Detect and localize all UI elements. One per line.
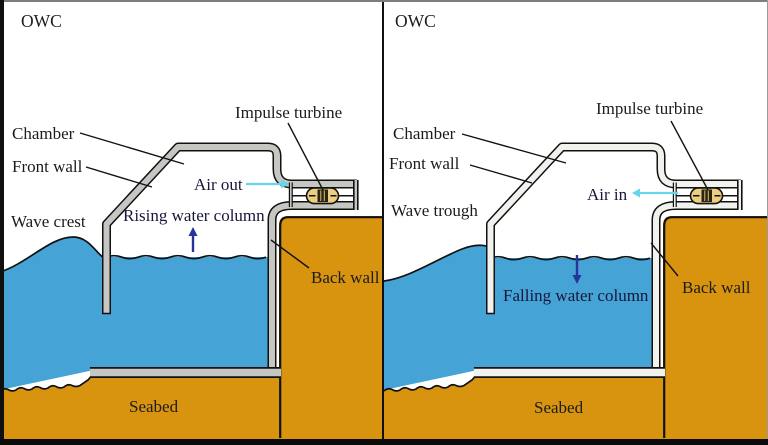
seabed-land-edge	[663, 216, 768, 438]
air-flow-arrow	[632, 188, 678, 198]
seabed-label: Seabed	[534, 398, 584, 417]
seabed-label: Seabed	[129, 397, 179, 416]
front-wall-label: Front wall	[12, 157, 83, 176]
impulse-turbine-label: Impulse turbine	[596, 99, 703, 118]
air-flow-arrow	[246, 179, 289, 189]
water-column-label: Rising water column	[123, 206, 265, 225]
chamber-label: Chamber	[393, 124, 456, 143]
water-column-label: Falling water column	[503, 286, 649, 305]
back-wall-label: Back wall	[682, 278, 751, 297]
impulse-turbine-icon	[305, 187, 340, 205]
wave-crest-label: Wave crest	[11, 212, 86, 231]
outer-water-surface-line	[0, 236, 105, 273]
back-wall-label: Back wall	[311, 268, 380, 287]
chamber-leader-line	[79, 132, 185, 165]
chamber-leader-line	[461, 133, 567, 164]
back-wall-leader-line	[650, 242, 679, 277]
water-column-arrow	[572, 255, 582, 284]
impulse-turbine-leader-line	[670, 120, 709, 191]
sea-water	[0, 237, 268, 390]
water-column-arrow	[188, 227, 198, 252]
owc-title: OWC	[21, 11, 62, 31]
outer-water-surface-line	[384, 244, 489, 282]
seabed-land	[279, 216, 384, 439]
impulse-turbine-leader-line	[287, 122, 324, 191]
chamber-water-surface-line	[489, 255, 651, 261]
front-wall-leader-line	[85, 166, 153, 188]
panel-divider	[382, 0, 384, 445]
impulse-turbine-label: Impulse turbine	[235, 103, 342, 122]
front-wall-label: Front wall	[389, 154, 460, 173]
seabed-floor-edge	[0, 370, 97, 392]
seabed-floor-edge	[384, 370, 481, 392]
owc-panel-wave-trough: OWC Chamber Front wall Wave trough Falli…	[384, 0, 768, 445]
air-in-label: Air in	[587, 185, 628, 204]
wave-trough-label: Wave trough	[391, 201, 478, 220]
owc-panel-wave-crest: OWC Chamber Front wall Wave crest Rising…	[0, 11, 384, 439]
front-wall-leader-line	[469, 164, 533, 184]
seabed-land	[663, 216, 768, 439]
chamber-label: Chamber	[12, 124, 75, 143]
chamber-wall	[486, 142, 741, 315]
figure-border-bottom	[0, 439, 768, 445]
sea-water	[384, 245, 652, 390]
back-wall-leader-line	[270, 239, 310, 269]
figure-border-left	[0, 0, 4, 445]
owc-title: OWC	[395, 11, 436, 31]
seabed-land-edge	[279, 216, 384, 438]
air-out-label: Air out	[194, 175, 243, 194]
impulse-turbine-icon	[689, 187, 724, 205]
figure-border-top	[0, 0, 768, 2]
chamber-water-surface-line	[105, 254, 267, 260]
